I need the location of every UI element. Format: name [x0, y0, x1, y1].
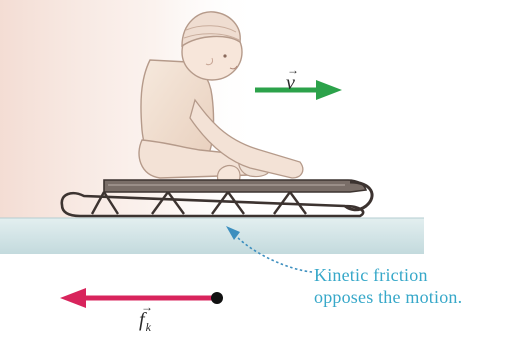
friction-subscript: k	[146, 320, 151, 334]
velocity-arrow	[255, 80, 342, 100]
friction-arrow-origin-dot	[211, 292, 223, 304]
annotation-line-2: opposes the motion.	[314, 287, 462, 307]
sled-deck	[104, 180, 366, 192]
ground	[0, 218, 424, 254]
velocity-vector-arrow: →	[287, 63, 299, 78]
friction-label: →fk	[139, 309, 150, 332]
friction-vector-arrow: →	[141, 300, 153, 315]
annotation-line-1: Kinetic friction	[314, 265, 428, 285]
velocity-label: →v	[286, 72, 295, 95]
